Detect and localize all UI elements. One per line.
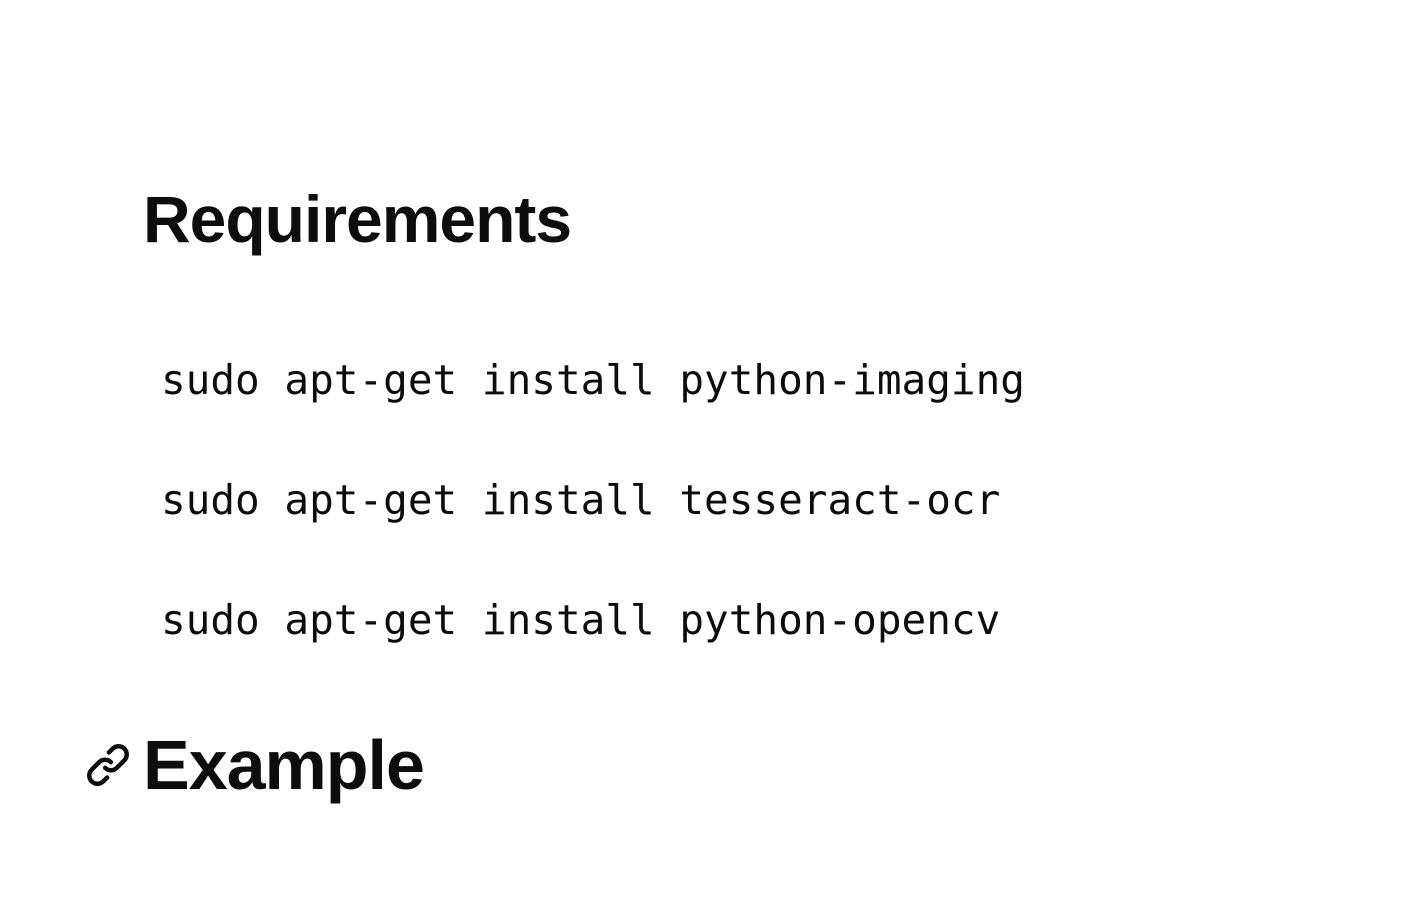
heading-anchor-link[interactable] — [84, 741, 132, 789]
code-line: sudo apt-get install python-imaging — [161, 356, 1025, 404]
code-line: sudo apt-get install tesseract-ocr — [161, 476, 1001, 524]
example-heading: Example — [84, 726, 425, 804]
example-heading-label: Example — [143, 726, 425, 804]
requirements-heading: Requirements — [143, 182, 572, 256]
link-icon — [84, 741, 132, 789]
code-line: sudo apt-get install python-opencv — [161, 596, 1001, 644]
